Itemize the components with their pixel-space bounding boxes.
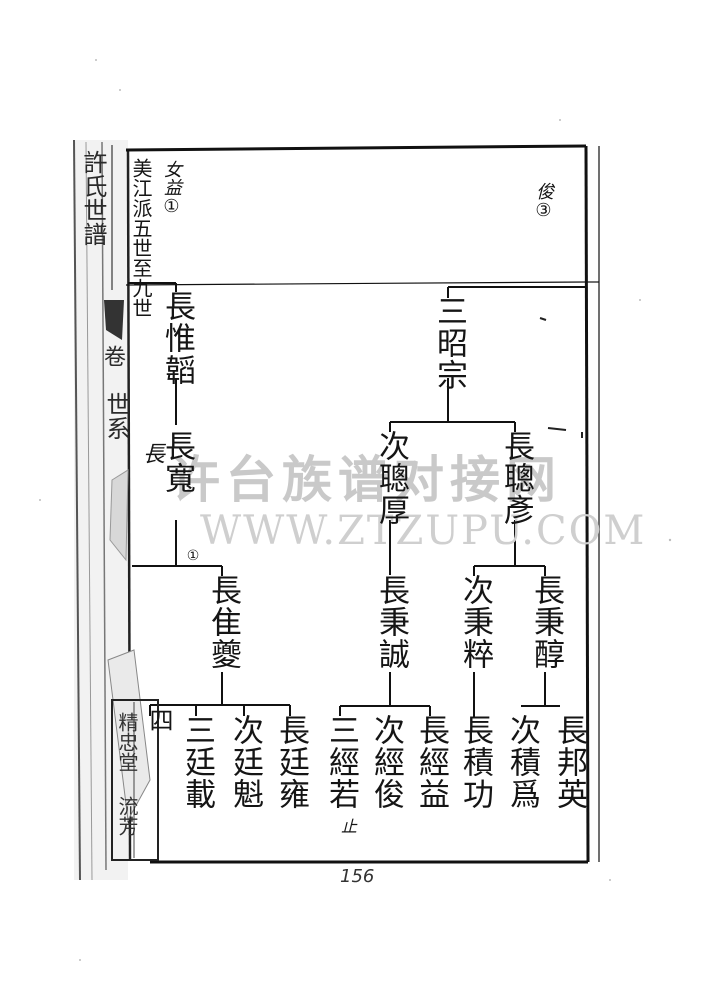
node-jiwei: 次積爲 bbox=[504, 714, 540, 810]
node-weitao: 長惟韜 bbox=[159, 290, 195, 386]
node-jingjun: 次經俊 bbox=[368, 714, 404, 810]
margin-ticks bbox=[539, 317, 583, 438]
node-bingcui: 次秉粹 bbox=[457, 574, 493, 670]
node-conghou: 次聰厚 bbox=[373, 430, 409, 526]
book-title: 許氏世譜 bbox=[79, 150, 107, 246]
margin-note-stop: 止 bbox=[338, 818, 357, 834]
node-bingcheng: 長秉誠 bbox=[373, 574, 409, 670]
page-border bbox=[111, 144, 600, 864]
node-tingyong: 長廷雍 bbox=[273, 714, 309, 810]
node-bangying: 長邦英 bbox=[551, 714, 587, 810]
page-number: 156 bbox=[340, 866, 375, 887]
node-jingruo: 三經若 bbox=[323, 714, 359, 810]
margin-note-left: 女益① bbox=[161, 160, 182, 217]
watermark-url: WWW.ZTZUPU.COM bbox=[200, 508, 647, 554]
seal-text: 精忠堂 流芳 bbox=[115, 712, 139, 836]
scan-noise bbox=[39, 59, 672, 961]
volume-title: 美江派五世至九世 bbox=[129, 158, 153, 318]
node-congyan: 長聰彥 bbox=[498, 430, 534, 526]
spine-section: 世系 bbox=[102, 392, 130, 440]
node-zhaozong: 三昭宗 bbox=[431, 295, 467, 391]
stamp-number: 四 bbox=[145, 708, 173, 732]
margin-note-aside: 長 bbox=[139, 442, 164, 464]
spine-volume: 卷 bbox=[100, 345, 125, 367]
margin-note-branch: ① bbox=[185, 548, 201, 564]
binding-strip bbox=[73, 139, 151, 881]
node-tingzai: 三廷載 bbox=[179, 714, 215, 810]
tree-connectors bbox=[128, 282, 586, 718]
node-tingkui: 次廷魁 bbox=[227, 714, 263, 810]
seal-stamp bbox=[111, 699, 159, 861]
node-zhuikui: 長隹夔 bbox=[205, 574, 241, 670]
node-bingchun: 長秉醇 bbox=[528, 574, 564, 670]
node-jigong: 長積功 bbox=[457, 714, 493, 810]
watermark-text: 许台族谱对接网 bbox=[170, 451, 562, 509]
node-jingyi: 長經益 bbox=[413, 714, 449, 810]
node-kuan: 長寬 bbox=[159, 430, 195, 494]
margin-note-right: 俊③ bbox=[533, 182, 554, 221]
